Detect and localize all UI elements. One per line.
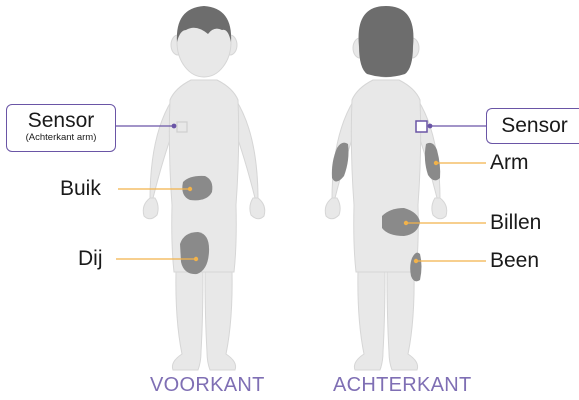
zone-buik xyxy=(182,176,212,200)
label-buik: Buik xyxy=(60,177,101,201)
label-dij: Dij xyxy=(78,247,103,271)
sensor-back-title: Sensor xyxy=(487,115,579,137)
front-figure xyxy=(143,6,265,370)
back-hair xyxy=(359,6,414,77)
zone-dij xyxy=(180,232,209,274)
caption-back: ACHTERKANT xyxy=(333,374,472,397)
zone-arm-left xyxy=(332,143,349,182)
zone-arm xyxy=(425,143,440,181)
back-figure xyxy=(325,6,447,370)
label-billen: Billen xyxy=(490,211,541,235)
sensor-front-title: Sensor xyxy=(7,110,115,132)
sensor-callout-back: Sensor xyxy=(486,108,579,144)
caption-front: VOORKANT xyxy=(150,374,265,397)
sensor-marker-back xyxy=(416,121,427,132)
sensor-callout-front: Sensor (Achterkant arm) xyxy=(6,104,116,152)
sensor-front-subtitle: (Achterkant arm) xyxy=(7,132,115,143)
label-been: Been xyxy=(490,249,539,273)
label-arm: Arm xyxy=(490,151,529,175)
